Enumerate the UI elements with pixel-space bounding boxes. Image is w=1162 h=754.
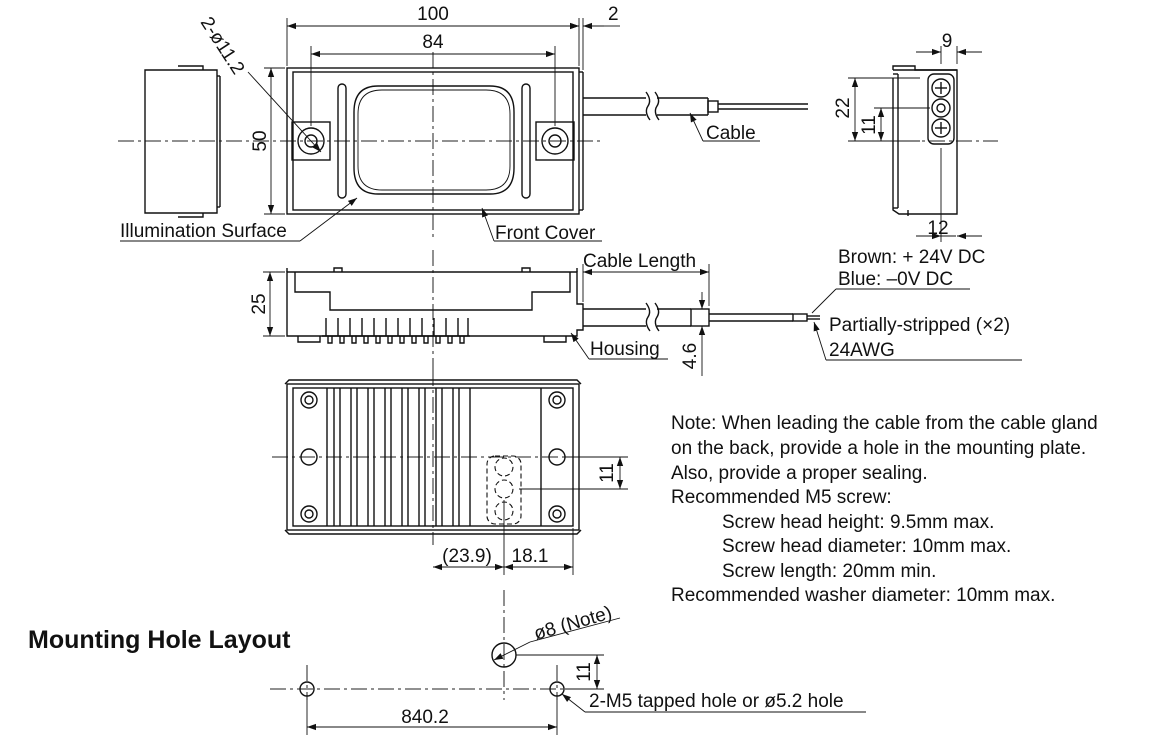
label-cable: Cable	[706, 123, 756, 144]
left-end-view	[144, 65, 221, 218]
dim-84: 84	[422, 32, 444, 53]
bottom-fins	[333, 388, 460, 526]
elevation-view: 25 Cable Length 4.6 Brown: + 24V DC Blue…	[249, 247, 1022, 378]
note-line-2: on the back, provide a hole in the mount…	[671, 438, 1086, 459]
note-line-5: Screw head height: 9.5mm max.	[722, 512, 994, 533]
note-line-8: Recommended washer diameter: 10mm max.	[671, 585, 1055, 606]
dim-100: 100	[417, 4, 449, 25]
dim-2: 2	[608, 4, 619, 25]
mount-hole-left	[299, 681, 315, 697]
note-block: Note: When leading the cable from the ca…	[671, 413, 1098, 606]
label-blue-wire: Blue: –0V DC	[838, 269, 953, 290]
terminal-screw-1	[931, 78, 951, 98]
dim-9: 9	[942, 31, 953, 52]
label-illumination-surface: Illumination Surface	[120, 221, 287, 242]
side-view: 9 22 11 12	[833, 31, 998, 242]
front-view: 100 2 84 2-ø11.2 50 Cable Illumination S…	[118, 4, 808, 244]
mounting-title: Mounting Hole Layout	[28, 626, 291, 654]
corner-screws	[300, 391, 566, 523]
mount-hole-right	[549, 681, 565, 697]
label-tapped-hole: 2-M5 tapped hole or ø5.2 hole	[589, 691, 844, 712]
dim-mount-11: 11	[574, 662, 595, 682]
dim-bottom-11: 11	[597, 463, 618, 483]
terminal-screw-2	[931, 98, 951, 118]
bottom-view: 11 (23.9) 18.1	[272, 370, 628, 575]
dim-side-11: 11	[859, 115, 880, 135]
label-front-cover: Front Cover	[495, 223, 596, 244]
note-line-6: Screw head diameter: 10mm max.	[722, 536, 1011, 557]
dim-hole-note: ø8 (Note)	[532, 602, 615, 644]
label-cable-length: Cable Length	[583, 251, 696, 272]
dim-18-1: 18.1	[512, 546, 549, 567]
note-line-1: Note: When leading the cable from the ca…	[671, 413, 1098, 434]
heat-sink-fins	[322, 318, 470, 344]
note-line-7: Screw length: 20mm min.	[722, 561, 936, 582]
dim-25: 25	[249, 293, 270, 314]
dim-4-6: 4.6	[680, 343, 701, 369]
label-housing: Housing	[590, 339, 660, 360]
dim-12: 12	[927, 218, 948, 239]
dim-840-2: 840.2	[401, 707, 449, 728]
label-brown-wire: Brown: + 24V DC	[838, 247, 985, 268]
dim-23-9: (23.9)	[442, 546, 492, 567]
label-partially-stripped: Partially-stripped (×2)	[829, 315, 1010, 336]
note-line-3: Also, provide a proper sealing.	[671, 463, 928, 484]
dim-50: 50	[250, 130, 271, 151]
label-24awg: 24AWG	[829, 340, 895, 361]
mounting-hole-layout: Mounting Hole Layout ø8 (Note) 11 2-M5 t…	[28, 590, 866, 735]
dim-22: 22	[833, 97, 854, 118]
terminal-screw-3	[931, 118, 951, 138]
note-line-4: Recommended M5 screw:	[671, 487, 892, 508]
